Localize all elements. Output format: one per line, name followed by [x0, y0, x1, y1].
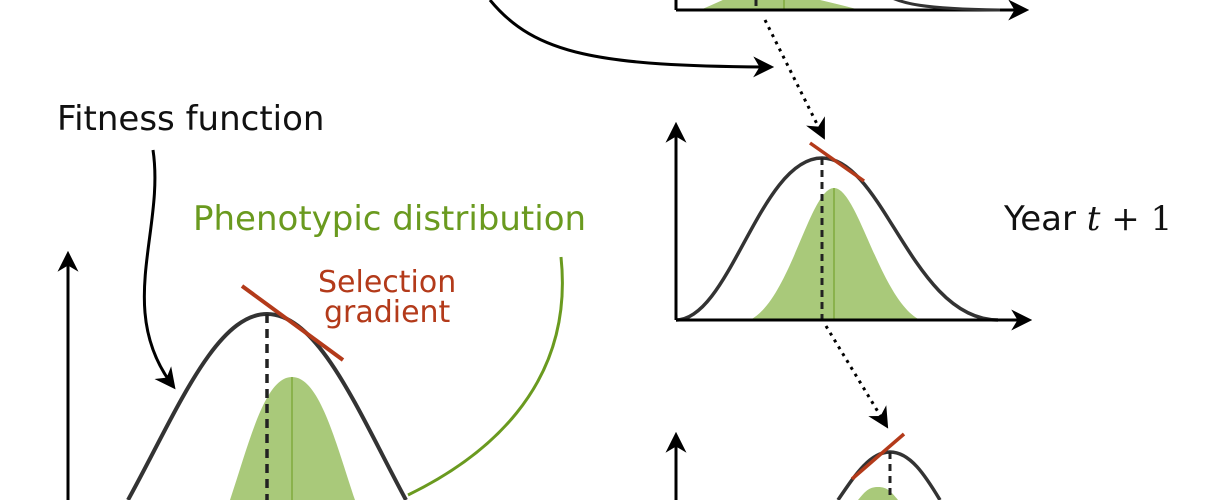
dotted-arrow-2 — [824, 325, 889, 429]
fitness-pointer-arrow — [142, 149, 176, 390]
middle-gradient-line — [808, 141, 866, 183]
main-panel — [57, 250, 408, 500]
year-label: Year t + 1 — [1004, 202, 1172, 236]
top-fitness-curve — [893, 0, 1001, 12]
middle-panel — [665, 121, 1033, 331]
year-word: Year — [1004, 199, 1076, 239]
bottom-right-distribution — [858, 487, 898, 500]
bottom-right-gradient-line — [850, 432, 906, 481]
year-plus: + — [1111, 199, 1140, 239]
selection-gradient-line2: gradient — [323, 295, 451, 330]
year-one: 1 — [1150, 199, 1173, 239]
bottom-right-panel — [665, 431, 942, 500]
selection-gradient-line1: Selection — [318, 265, 457, 300]
year-variable: t — [1086, 199, 1101, 239]
curved-arrow-top — [488, 0, 775, 78]
phenotypic-pointer-line — [407, 256, 564, 497]
dotted-arrow-1 — [763, 19, 825, 140]
top-distribution — [700, 0, 860, 10]
middle-distribution — [750, 188, 920, 320]
fitness-function-label: Fitness function — [57, 99, 325, 139]
main-gradient-line — [240, 284, 345, 362]
top-panel — [674, 0, 1030, 21]
phenotypic-distribution-label: Phenotypic distribution — [193, 199, 587, 239]
selection-gradient-label: Selection gradient — [318, 268, 456, 328]
